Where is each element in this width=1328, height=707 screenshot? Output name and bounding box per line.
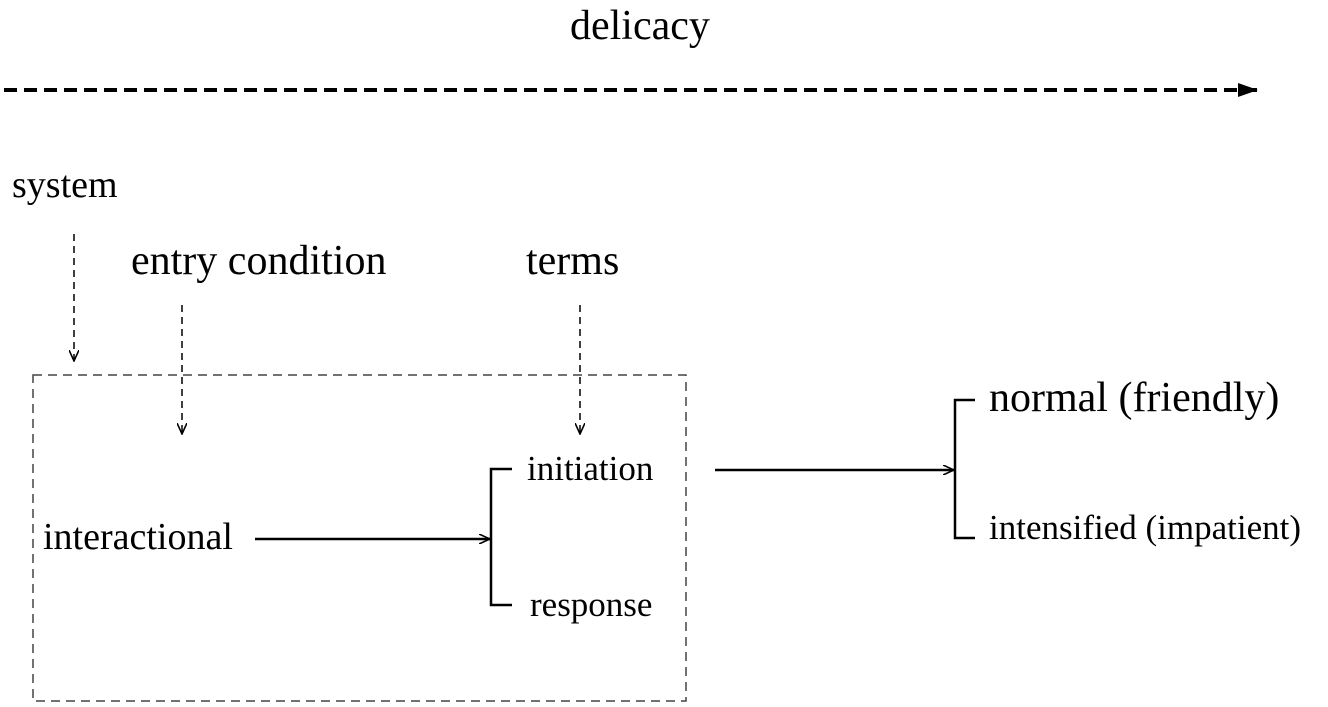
delicacy-label: delicacy: [570, 3, 710, 49]
intensified-impatient-node: intensified (impatient): [989, 508, 1301, 547]
entry-condition-label: entry condition: [131, 238, 387, 284]
interactional-node: interactional: [43, 516, 233, 558]
initiation-node: initiation: [527, 449, 654, 488]
normal-intensified-bracket: [953, 398, 975, 540]
initiation-response-bracket: [489, 467, 512, 607]
terms-label: terms: [526, 238, 620, 284]
response-node: response: [530, 585, 653, 624]
normal-friendly-node: normal (friendly): [989, 375, 1280, 421]
system-box: [32, 374, 687, 702]
system-label: system: [12, 164, 118, 206]
